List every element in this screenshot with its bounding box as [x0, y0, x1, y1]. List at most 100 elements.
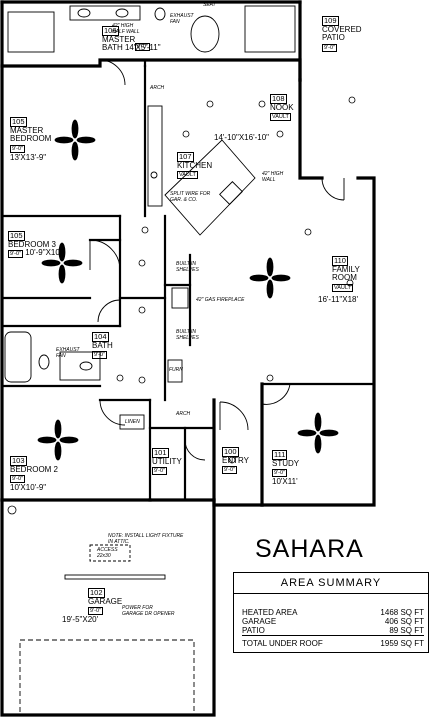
door-study: [261, 383, 291, 405]
room-name: ENTRY: [222, 455, 249, 465]
ceiling-height: 9'-0": [135, 43, 150, 51]
room-name: STUDY: [272, 458, 300, 468]
range-burner: [150, 171, 158, 179]
room-name: KITCHEN: [177, 160, 213, 170]
room-name: UTILITY: [152, 456, 182, 466]
ceiling-fans: [37, 119, 339, 461]
area-label: HEATED AREA: [242, 608, 298, 617]
ceiling-height: 9'-0": [322, 43, 337, 52]
toilet-bath: [38, 354, 50, 370]
room-name: BATH: [92, 340, 113, 350]
label-bedroom2: 103 BEDROOM 2 9'-0" 10'X10'-9": [10, 456, 58, 493]
patio-wall: [298, 78, 324, 180]
area-value: 1468 SQ FT: [380, 608, 424, 617]
label-entry: 100 ENTRY 9'-0": [222, 447, 249, 475]
fan-master-bedroom: [54, 119, 96, 161]
note-shelves-1: BUILT-IN SHELVES: [176, 261, 199, 273]
vanity-bath: [59, 351, 101, 381]
room-dims: 13'X13'-9": [10, 152, 47, 162]
ceiling-height: 9'-0": [8, 250, 23, 258]
note-shelves-2: BUILT-IN SHELVES: [176, 329, 199, 341]
note-split-wire: SPLIT WIRE FOR GAR. & CO.: [170, 191, 211, 203]
door-master-bath: [99, 59, 126, 86]
room-name: BEDROOM 3: [8, 239, 57, 249]
room-dims: 10'X10'-9": [10, 483, 47, 492]
shower-master: [244, 5, 296, 53]
ceiling-height: VAULT: [332, 283, 353, 292]
door-utility: [184, 439, 206, 461]
sink-left: [77, 8, 91, 18]
note-exhaust-fan-top: EXHAUST FAN: [170, 13, 194, 25]
label-bedroom3: 105 BEDROOM 3 9'-0" 10'-9"X10': [8, 231, 61, 259]
room-dims: 10'X11': [272, 477, 298, 486]
note-garage-opener: POWER FOR GARAGE DR OPENER: [122, 605, 175, 617]
toilet-master: [154, 7, 166, 21]
area-value: 1959 SQ FT: [380, 639, 424, 648]
area-summary: AREA SUMMARY HEATED AREA 1468 SQ FT GARA…: [233, 572, 429, 653]
room-dims: 10'-9"X10': [25, 248, 62, 257]
attic-access: [89, 544, 131, 562]
kitchen-counter-left: [147, 105, 163, 207]
note-garage: NOTE: INSTALL LIGHT FIXTURE IN ATTIC.: [108, 533, 184, 545]
note-exhaust-fan-bath: EXHAUST FAN: [56, 347, 80, 359]
ceiling-height: 9'-0": [92, 351, 107, 359]
label-study: 111 STUDY 9'-0" 10'X11': [272, 450, 299, 487]
ceiling-height: VAULT: [177, 171, 198, 179]
ceiling-height: VAULT: [270, 113, 291, 121]
total-rule: [242, 635, 424, 636]
note-arch-2: ARCH: [176, 411, 191, 417]
ceiling-height: 9'-0": [152, 467, 167, 475]
room-name: MASTER BEDROOM: [10, 125, 52, 143]
room-name: COVERED PATIO: [322, 24, 362, 42]
ceiling-height: 9'-0": [272, 469, 287, 477]
east-wall: [260, 176, 376, 507]
kitchen-sink: [219, 181, 243, 205]
tub-oval: [190, 15, 220, 53]
area-value: 89 SQ FT: [389, 626, 424, 635]
area-label: TOTAL UNDER ROOF: [242, 639, 323, 648]
kitchen-island: [164, 139, 256, 236]
ceiling-height: 9'-0": [222, 466, 237, 474]
door-bedroom3: [89, 239, 121, 271]
room-name: GARAGE: [88, 596, 123, 606]
label-covered-patio: 109 COVERED PATIO 9'-0": [322, 16, 362, 53]
door-patio: [321, 177, 345, 201]
room-dims: 19'-5"X20': [62, 615, 99, 624]
note-seat: SEAT: [203, 2, 216, 8]
fan-bedroom2: [37, 419, 79, 461]
note-linen: LINEN: [125, 419, 140, 425]
room-name: BEDROOM 2: [10, 464, 59, 474]
room-dims: 14'X5'-11": [124, 43, 161, 52]
linen-closet: [119, 414, 145, 430]
note-arch-1: ARCH: [150, 85, 165, 91]
label-garage: 102 GARAGE 9'-0" 19'-5"X20': [62, 588, 122, 625]
note-attic-access: ACCESS 22x30: [97, 547, 118, 559]
room-name: MASTER BATH: [102, 34, 136, 52]
label-master-bedroom: 105 MASTER BEDROOM 9'-0" 13'X13'-9": [10, 117, 51, 162]
label-master-bath-ceiling: 9'-0": [135, 42, 150, 52]
garage-light: [64, 574, 166, 580]
note-gas-fireplace: 42" GAS FIREPLACE: [196, 297, 245, 303]
note-half-wall: 42" HIGH HALF WALL: [112, 23, 140, 35]
label-utility: 101 UTILITY 9'-0": [152, 448, 182, 476]
door-bath: [97, 299, 121, 323]
note-furn: FURN: [169, 367, 183, 373]
fireplace: [171, 287, 189, 309]
garage-door: [19, 639, 195, 715]
label-family-room-dims: 16'-11"X18': [318, 295, 358, 305]
tub-master: [7, 11, 55, 53]
note-high-wall: 42" HIGH WALL: [262, 171, 284, 183]
door-entry: [219, 401, 249, 431]
fan-bedroom3: [41, 242, 83, 284]
label-nook: 108 NOOK VAULT: [270, 94, 294, 122]
light-fixtures: [7, 96, 356, 515]
room-dims: 14'-10"X16'-10": [214, 133, 269, 142]
garage-walls: [0, 498, 216, 717]
plan-title: SAHARA: [255, 535, 364, 563]
fan-family-room: [249, 257, 291, 299]
room-name: FAMILY ROOM: [332, 264, 360, 282]
room-name: NOOK: [270, 102, 294, 112]
label-master-bath: 106 MASTER BATH 14'X5'-11": [102, 26, 161, 53]
fan-study: [297, 412, 339, 454]
tub-bath: [4, 331, 32, 383]
